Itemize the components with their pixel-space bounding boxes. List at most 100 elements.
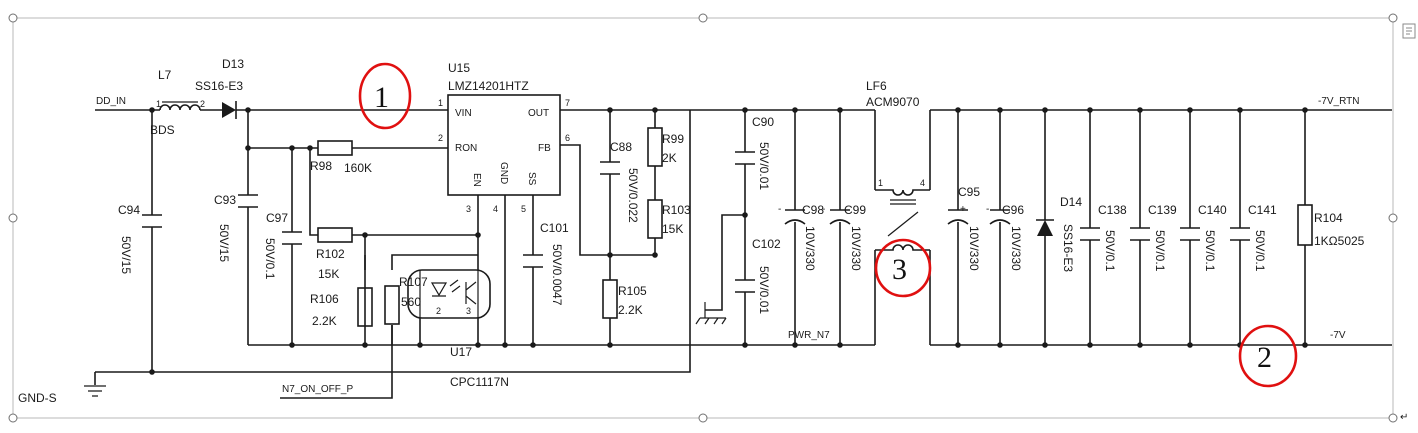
resistor-r107: R107 560 xyxy=(364,255,428,325)
svg-text:-: - xyxy=(986,204,989,215)
callout-3: 3 xyxy=(874,238,932,298)
d13-value: SS16-E3 xyxy=(195,79,243,93)
svg-text:5: 5 xyxy=(521,204,526,214)
svg-text:D14: D14 xyxy=(1060,195,1082,209)
svg-text:10V/330: 10V/330 xyxy=(803,226,817,271)
optocoupler-u17: 2 3 U17 CPC1117N xyxy=(407,269,509,389)
svg-text:50V/0.01: 50V/0.01 xyxy=(757,266,771,314)
svg-text:50V/0.0047: 50V/0.0047 xyxy=(550,244,564,306)
svg-text:560: 560 xyxy=(401,295,421,309)
resize-handle-bottom[interactable] xyxy=(698,413,708,423)
svg-text:+: + xyxy=(960,204,966,215)
svg-text:C93: C93 xyxy=(214,193,236,207)
layout-options-icon[interactable] xyxy=(1402,23,1416,39)
chassis-ground-symbol xyxy=(695,302,727,325)
resistor-r103: R103 15K xyxy=(647,199,691,239)
u15-pin-fb: FB xyxy=(538,143,551,154)
callout-1: 1 xyxy=(358,62,412,130)
resize-handle-bottom-left[interactable] xyxy=(8,413,18,423)
svg-text:1: 1 xyxy=(374,81,389,114)
svg-text:C139: C139 xyxy=(1148,203,1177,217)
svg-text:C95: C95 xyxy=(958,185,980,199)
net-label-pwr-n7: PWR_N7 xyxy=(788,330,830,341)
capacitor-c98: - C98 10V/330 xyxy=(778,203,824,271)
u17-ref: U17 xyxy=(450,345,472,359)
svg-text:2: 2 xyxy=(200,99,205,109)
svg-text:160K: 160K xyxy=(344,161,372,175)
svg-text:6: 6 xyxy=(565,133,570,143)
resistor-r98: R98 160K xyxy=(310,140,372,175)
capacitor-c138: C138 50V/0.1 xyxy=(1080,203,1127,272)
svg-text:R103: R103 xyxy=(662,203,691,217)
net-label-gnd-s: GND-S xyxy=(18,391,57,405)
u15-pin-vin: VIN xyxy=(455,108,472,119)
svg-text:3: 3 xyxy=(892,253,907,286)
svg-text:1: 1 xyxy=(438,98,443,108)
svg-text:4: 4 xyxy=(920,178,925,188)
resize-handle-right[interactable] xyxy=(1388,213,1398,223)
svg-text:R107: R107 xyxy=(399,275,428,289)
svg-text:1: 1 xyxy=(878,178,883,188)
inductor-l7: L7 BDS 1 2 xyxy=(150,68,205,137)
svg-text:50V/0.1: 50V/0.1 xyxy=(1153,230,1167,272)
net-label-dd-in: DD_IN xyxy=(96,96,126,107)
callout-2: 2 xyxy=(1238,324,1298,388)
svg-text:C140: C140 xyxy=(1198,203,1227,217)
svg-text:R98: R98 xyxy=(310,159,332,173)
svg-text:R102: R102 xyxy=(316,247,345,261)
svg-text:15K: 15K xyxy=(318,267,339,281)
capacitor-c94: C94 50V/15 xyxy=(118,203,162,274)
capacitor-c99: - C99 10V/330 xyxy=(822,203,866,271)
u15-pin-ss: SS xyxy=(526,172,537,186)
svg-text:C94: C94 xyxy=(118,203,140,217)
svg-text:1KΩ5025: 1KΩ5025 xyxy=(1314,234,1365,248)
svg-text:50V/0.1: 50V/0.1 xyxy=(1103,230,1117,272)
u17-value: CPC1117N xyxy=(450,375,509,389)
capacitor-c139: C139 50V/0.1 xyxy=(1130,203,1177,272)
svg-text:50V/0.01: 50V/0.01 xyxy=(757,142,771,190)
svg-text:2: 2 xyxy=(1257,341,1272,374)
resize-handle-bottom-right[interactable] xyxy=(1388,413,1398,423)
resistor-r102: R102 15K xyxy=(316,227,353,281)
diode-d14: D14 SS16-E3 xyxy=(1036,195,1082,272)
svg-text:50V/0.1: 50V/0.1 xyxy=(1203,230,1217,272)
net-label-7v-rtn: -7V_RTN xyxy=(1318,96,1360,107)
svg-text:50V/0.1: 50V/0.1 xyxy=(263,238,277,280)
u15-value: LMZ14201HTZ xyxy=(448,79,529,93)
svg-text:C138: C138 xyxy=(1098,203,1127,217)
resize-handle-top[interactable] xyxy=(698,13,708,23)
svg-text:R99: R99 xyxy=(662,132,684,146)
svg-text:C101: C101 xyxy=(540,221,569,235)
u15-ref: U15 xyxy=(448,61,470,75)
u15-pin-out: OUT xyxy=(528,108,549,119)
capacitor-c95: + C95 10V/330 xyxy=(947,185,981,271)
ground-symbol-gnd-s xyxy=(84,385,106,397)
junction-dots xyxy=(149,107,1308,375)
svg-text:R105: R105 xyxy=(618,284,647,298)
capacitor-c96: - C96 10V/330 xyxy=(986,203,1024,271)
svg-text:10V/330: 10V/330 xyxy=(967,226,981,271)
svg-text:4: 4 xyxy=(493,204,498,214)
svg-text:-: - xyxy=(822,204,825,215)
resistor-r104: R104 1KΩ5025 xyxy=(1297,204,1365,248)
net-label-n7-on-off: N7_ON_OFF_P xyxy=(282,384,353,395)
ic-u15: U15 LMZ14201HTZ VIN OUT RON FB EN GND SS… xyxy=(438,61,570,214)
svg-text:C102: C102 xyxy=(752,237,781,251)
resize-handle-left[interactable] xyxy=(8,213,18,223)
resize-handle-top-left[interactable] xyxy=(8,13,18,23)
u15-pin-en: EN xyxy=(471,173,482,187)
svg-text:ACM9070: ACM9070 xyxy=(866,95,920,109)
capacitor-c141: C141 50V/0.1 xyxy=(1230,203,1277,272)
selection-frame[interactable] xyxy=(8,13,1416,423)
svg-text:-: - xyxy=(778,204,781,215)
capacitor-c97: C97 50V/0.1 xyxy=(263,211,302,280)
resize-handle-top-right[interactable] xyxy=(1388,13,1398,23)
svg-text:50V/0.022: 50V/0.022 xyxy=(626,168,640,223)
svg-text:2.2K: 2.2K xyxy=(312,314,337,328)
resistor-r105: R105 2.2K xyxy=(602,279,647,319)
net-label-7v: -7V xyxy=(1330,330,1346,341)
svg-text:2: 2 xyxy=(438,133,443,143)
capacitor-c90: C90 50V/0.01 xyxy=(735,115,774,190)
choke-lf6: 1 4 LF6 ACM9070 xyxy=(866,79,930,251)
